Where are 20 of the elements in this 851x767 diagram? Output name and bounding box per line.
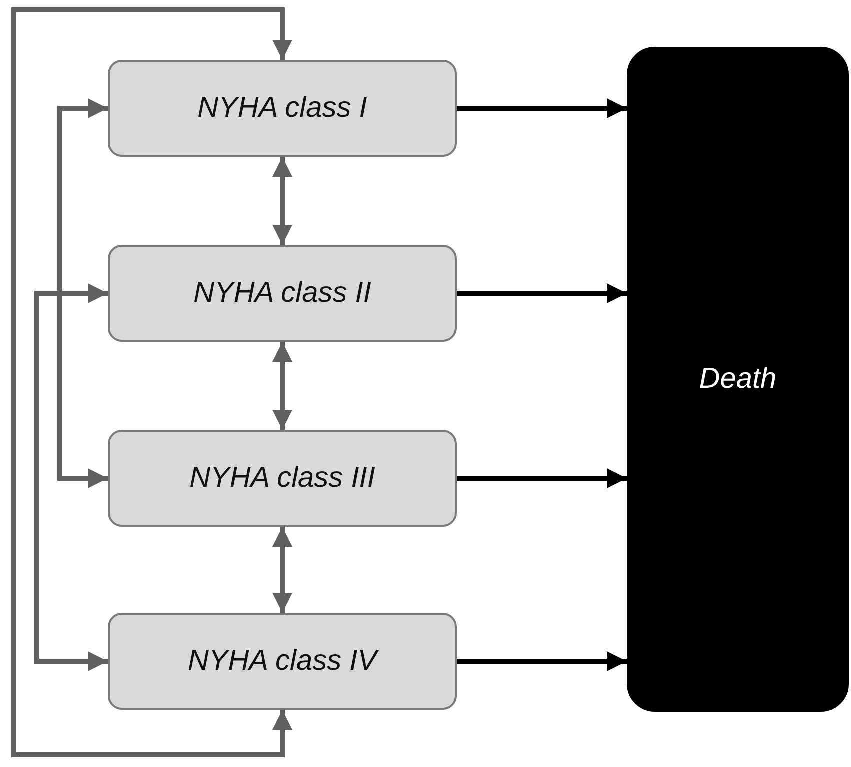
arrow	[34, 284, 108, 672]
state-box	[108, 245, 457, 342]
node-label: NYHA class IV	[188, 645, 378, 678]
state-box	[108, 613, 457, 710]
arrow	[272, 527, 292, 613]
arrow	[58, 98, 108, 488]
arrow	[272, 342, 292, 430]
state-box	[108, 430, 457, 527]
arrow	[457, 284, 627, 304]
arrow	[12, 8, 292, 758]
node-label: NYHA class I	[198, 92, 368, 125]
state-box	[108, 60, 457, 157]
arrow	[272, 157, 292, 245]
arrow	[457, 652, 627, 672]
arrow	[457, 468, 627, 488]
outcome-box	[627, 47, 849, 712]
node-label: Death	[699, 363, 777, 396]
arrow	[457, 98, 627, 118]
node-label: NYHA class III	[190, 462, 376, 495]
node-label: NYHA class II	[194, 277, 372, 310]
